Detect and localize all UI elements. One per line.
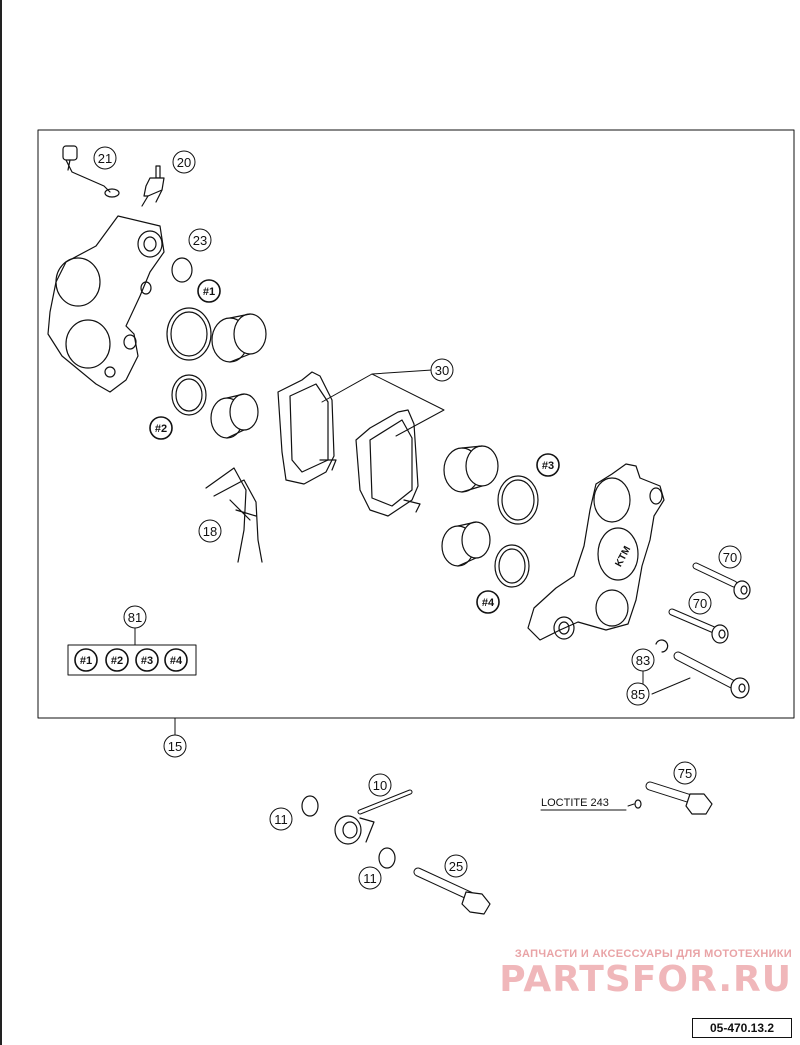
seal-ref-3 <box>536 453 560 477</box>
o-ring-23-part <box>171 257 193 283</box>
loctite-leader <box>627 803 635 807</box>
mounting-bolt-75-part <box>634 781 713 815</box>
callout-20-label: 20 <box>177 155 191 170</box>
piston-3-part <box>443 445 499 493</box>
callout-85-label: 85 <box>631 687 645 702</box>
callout-18-label: 18 <box>203 524 217 539</box>
callout-leaders <box>134 625 691 695</box>
callout-30-label: 30 <box>435 363 449 378</box>
watermark-brand: PARTSFOR.RU <box>499 959 792 1000</box>
kit-ref-4 <box>164 648 188 672</box>
callout-21 <box>93 146 117 170</box>
callout-23-label: 23 <box>193 233 207 248</box>
piston-seal-2-part <box>171 374 207 416</box>
pin-85-part <box>673 651 750 699</box>
figure-code: 05-470.13.2 <box>692 1018 792 1038</box>
callout-83 <box>631 648 655 672</box>
callout-10-label: 10 <box>373 778 387 793</box>
kit-ref-4-label: #4 <box>170 655 183 667</box>
callout-18 <box>198 519 222 543</box>
callout-30-stub <box>371 369 433 375</box>
piston-4-part <box>441 521 491 567</box>
brake-pad-left-part <box>277 371 337 485</box>
circlip-83-part <box>655 639 669 653</box>
bleeder-cap-part <box>62 145 120 198</box>
loctite-note: LOCTITE 243 <box>541 797 609 809</box>
callout-75 <box>673 761 697 785</box>
kit-ref-3 <box>135 648 159 672</box>
piston-seal-1-part <box>166 307 212 361</box>
piston-seal-3-part <box>497 475 539 525</box>
kit-ref-1 <box>74 648 98 672</box>
brake-line-part <box>334 789 413 845</box>
washer-11-lower-part <box>378 847 396 869</box>
bleeder-valve-part <box>141 165 165 207</box>
washer-11-upper-part <box>301 795 319 817</box>
callout-83-label: 83 <box>636 653 650 668</box>
callout-30-leader <box>321 373 445 437</box>
callout-25-label: 25 <box>449 859 463 874</box>
kit-ref-1-label: #1 <box>80 655 92 667</box>
assembly-frame <box>37 129 795 719</box>
brake-pad-right-part <box>355 409 421 517</box>
watermark-subtitle: ЗАПЧАСТИ И АКСЕССУАРЫ ДЛЯ МОТОТЕХНИКИ <box>514 948 792 960</box>
callout-70-lower-label: 70 <box>693 596 707 611</box>
pad-spring-part <box>205 467 263 563</box>
callout-23 <box>188 228 212 252</box>
piston-1-part <box>211 313 267 363</box>
bolt-70-lower-part <box>668 608 729 644</box>
callout-70-lower <box>688 591 712 615</box>
callout-11-lower <box>358 866 382 890</box>
callout-25 <box>444 854 468 878</box>
callout-70-upper <box>718 545 742 569</box>
bolt-70-upper-part <box>692 562 751 600</box>
callout-15 <box>163 734 187 758</box>
seal-kit-box <box>67 644 197 676</box>
callout-81 <box>123 605 147 629</box>
banjo-bolt-part <box>413 867 491 915</box>
callout-11-lower-label: 11 <box>363 871 377 886</box>
seal-ref-3-label: #3 <box>542 460 554 472</box>
seal-ref-2-label: #2 <box>155 423 167 435</box>
seal-ref-1-label: #1 <box>203 286 215 298</box>
kit-ref-2-label: #2 <box>111 655 123 667</box>
callout-81-label: 81 <box>128 610 142 625</box>
page-left-border <box>0 0 2 1045</box>
seal-ref-2 <box>149 416 173 440</box>
callout-21-label: 21 <box>98 151 112 166</box>
callout-11-upper <box>269 807 293 831</box>
caliper-housing-right <box>527 463 665 641</box>
kit-ref-2 <box>105 648 129 672</box>
callout-20 <box>172 150 196 174</box>
callout-85 <box>626 682 650 706</box>
callout-75-label: 75 <box>678 766 692 781</box>
callout-10 <box>368 773 392 797</box>
seal-ref-4 <box>476 590 500 614</box>
watermark: ЗАПЧАСТИ И АКСЕССУАРЫ ДЛЯ МОТОТЕХНИКИ PA… <box>499 948 792 1000</box>
callout-15-label: 15 <box>168 739 182 754</box>
kit-ref-3-label: #3 <box>141 655 153 667</box>
callout-11-upper-label: 11 <box>274 812 288 827</box>
seal-ref-4-label: #4 <box>482 597 495 609</box>
callout-30 <box>430 358 454 382</box>
piston-seal-4-part <box>494 544 530 588</box>
caliper-housing-left <box>47 215 165 393</box>
callout-70-upper-label: 70 <box>723 550 737 565</box>
piston-2-part <box>210 393 259 439</box>
seal-ref-1 <box>197 279 221 303</box>
